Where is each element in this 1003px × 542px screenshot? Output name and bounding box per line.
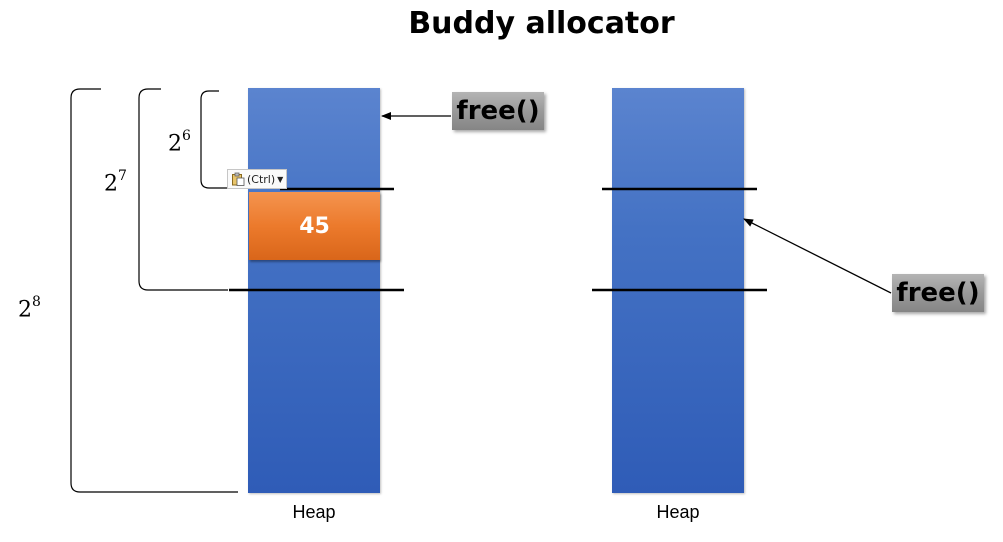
brace-2-7	[138, 88, 228, 291]
paste-options-button[interactable]: (Ctrl) ▼	[227, 169, 287, 189]
diagram-title: Buddy allocator	[408, 6, 675, 41]
brace-2-8	[70, 88, 238, 493]
allocated-block: 45	[249, 192, 380, 260]
free-arrow-2	[743, 218, 892, 294]
clipboard-icon	[232, 172, 245, 186]
heap-label-left: Heap	[292, 502, 336, 522]
free-call-1: free()	[452, 92, 544, 130]
size-2-8: 28	[18, 294, 41, 323]
brace-2-6	[200, 90, 230, 189]
heap-label-right: Heap	[656, 502, 700, 522]
paste-options-label: (Ctrl)	[247, 172, 276, 186]
free-call-2: free()	[892, 274, 984, 312]
size-2-6: 26	[168, 128, 191, 157]
size-2-7: 27	[104, 168, 127, 197]
chevron-down-icon: ▼	[277, 174, 284, 184]
